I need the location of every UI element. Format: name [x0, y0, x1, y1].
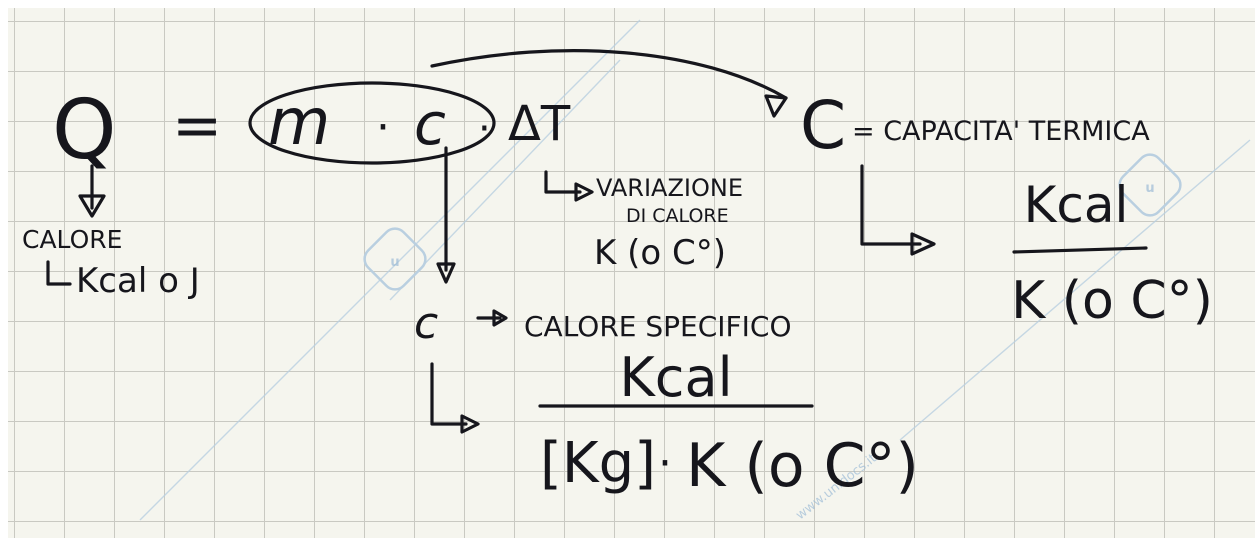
grid-paper: [8, 8, 1255, 538]
q-units: Kcal o J: [76, 261, 200, 301]
watermark-lines: [139, 19, 1251, 521]
arrow-to-capacity-head: [764, 94, 788, 118]
c-unit-arrow: [430, 362, 468, 426]
equation-m: m: [268, 86, 330, 160]
c-numerator: Kcal: [619, 346, 732, 409]
equation-delta-t: ΔT: [508, 96, 571, 152]
capacity-down-arrow-head: [910, 232, 936, 256]
watermark-logo: u: [363, 227, 427, 291]
capacity-numerator: Kcal: [1024, 176, 1129, 234]
capacity-denominator: K (o C°): [1011, 271, 1213, 331]
watermark-logo-letter: u: [390, 255, 399, 270]
equation-dot-2: ·: [478, 106, 491, 152]
oval-highlight: [248, 81, 496, 165]
delta-arrow: [544, 170, 582, 194]
capacity-definition: = CAPACITA' TERMICA: [852, 116, 1150, 147]
capacity-down-arrow: [860, 164, 922, 246]
c-denominator-kg: [Kg]: [540, 431, 656, 496]
watermark-logo-right-letter: u: [1145, 181, 1154, 196]
q-label: CALORE: [22, 225, 122, 254]
c-denominator-dot: ·: [658, 438, 672, 489]
c-down-arrow-head: [436, 262, 456, 284]
capacity-fraction-bar: [1012, 246, 1148, 254]
c-denominator-k: K (o C°): [686, 431, 919, 501]
delta-line-1: VARIAZIONE: [596, 174, 743, 202]
delta-line-2: DI CALORE: [626, 205, 729, 227]
delta-line-3: K (o C°): [594, 233, 726, 273]
q-units-arrow: [46, 260, 72, 286]
equation-equals: =: [172, 91, 222, 161]
c-label: CALORE SPECIFICO: [524, 310, 792, 343]
delta-arrow-head: [574, 182, 594, 202]
q-down-arrow-head: [78, 194, 106, 218]
arrow-to-capacity: [430, 49, 788, 100]
capacity-symbol: C: [800, 87, 846, 164]
equation-c: c: [414, 90, 446, 158]
equation-q: Q: [52, 83, 117, 178]
c-symbol: c: [414, 298, 438, 349]
watermark-logo-right: u: [1118, 153, 1182, 217]
c-unit-arrow-head: [460, 414, 480, 434]
equation-dot: ·: [376, 102, 390, 153]
c-label-arrow-head: [492, 309, 508, 327]
